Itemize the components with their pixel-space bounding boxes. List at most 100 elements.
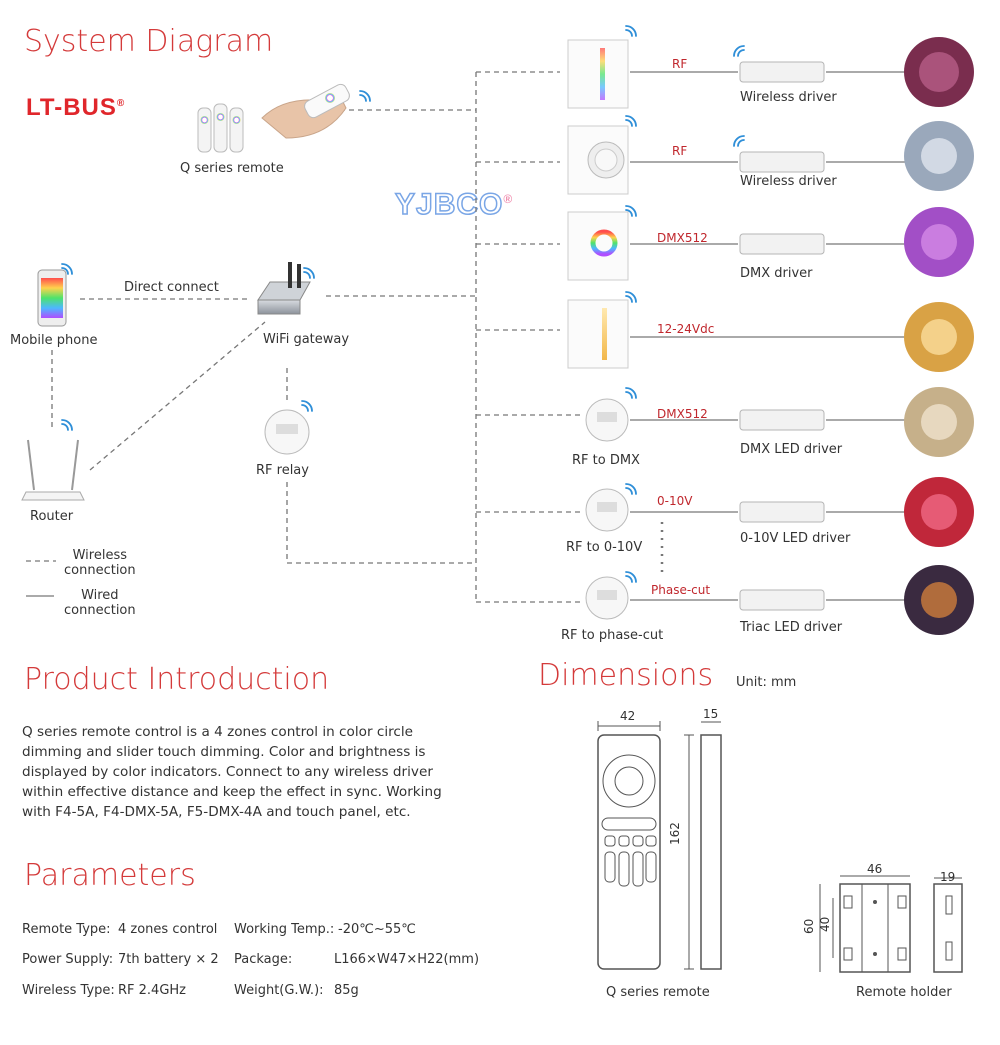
signal-label-3: DMX512: [657, 231, 708, 245]
unit-label: Unit: mm: [736, 675, 797, 690]
driver-label-3: DMX driver: [740, 266, 813, 281]
signal-label-1: RF: [672, 57, 688, 71]
wifi-gateway-icon: [257, 262, 311, 315]
converter-label-010v: RF to 0-10V: [566, 540, 643, 555]
param-package-value: L166×W47×H22(mm): [334, 952, 480, 967]
watermark-reg: ®: [503, 192, 514, 206]
remote-side-outline: [700, 734, 722, 970]
signal-label-6: 0-10V: [657, 494, 693, 508]
dim-height-label: 162: [668, 822, 682, 845]
remote-cluster-icon: [197, 83, 350, 153]
driver-label-6: 0-10V LED driver: [740, 531, 851, 546]
holder-dimension-drawing: [819, 875, 963, 973]
mobile-phone-label: Mobile phone: [10, 333, 98, 348]
driver-3-icon: [739, 233, 825, 255]
panel-1-icon: [567, 39, 629, 109]
dim-width-label: 42: [620, 709, 636, 723]
driver-7-icon: [739, 589, 825, 611]
param-remote-type-key: Remote Type:: [22, 922, 111, 937]
logo-reg: ®: [116, 98, 126, 109]
param-working-temp-value: -20℃~55℃: [338, 922, 416, 937]
parameters-title: Parameters: [24, 858, 196, 893]
wifi-icon: [733, 135, 745, 147]
panel-2-icon: [567, 125, 629, 195]
converter-label-phase: RF to phase-cut: [561, 628, 664, 643]
holder-height-label: 60: [802, 918, 816, 934]
wifi-icon: [301, 400, 313, 412]
legend-wireless: Wireless connection: [64, 548, 136, 578]
remote-outline: [597, 734, 661, 970]
driver-5-icon: [739, 409, 825, 431]
driver-label-1: Wireless driver: [740, 90, 837, 105]
signal-label-7: Phase-cut: [651, 583, 711, 597]
converter-label-dmx: RF to DMX: [572, 453, 640, 468]
wired-links: [26, 71, 905, 601]
wifi-icon: [625, 483, 637, 495]
logo-text: LT-BUS: [26, 94, 117, 121]
wifi-icon: [625, 115, 637, 127]
driver-6-icon: [739, 501, 825, 523]
panel-3-icon: [567, 211, 629, 281]
param-working-temp-key: Working Temp.:: [234, 922, 335, 937]
remote-dimension-drawing: [597, 721, 722, 970]
link-router-gateway: [89, 321, 266, 471]
param-power-supply-value: 7th battery × 2: [118, 952, 219, 967]
wifi-icon: [625, 387, 637, 399]
holder-width-label: 46: [867, 862, 883, 876]
driver-1-icon: [739, 61, 825, 83]
holder-thick-label: 19: [940, 870, 956, 884]
product-intro-title: Product Introduction: [24, 662, 330, 697]
param-power-supply-key: Power Supply:: [22, 952, 114, 967]
dim-thick-label: 15: [703, 707, 719, 721]
panel-4-icon: [567, 299, 629, 369]
param-wireless-type-key: Wireless Type:: [22, 983, 115, 998]
driver-icons: [739, 61, 825, 611]
wifi-signals: [61, 25, 745, 583]
link-relay-bus: [286, 482, 476, 564]
router-label: Router: [30, 509, 74, 524]
param-remote-type-value: 4 zones control: [118, 922, 218, 937]
wifi-gateway-label: WiFi gateway: [263, 332, 350, 347]
product-intro-text: Q series remote control is a 4 zones con…: [22, 724, 442, 820]
rf-to-010v-icon: [585, 488, 629, 532]
param-weight-value: 85g: [334, 983, 359, 998]
driver-label-5: DMX LED driver: [740, 442, 843, 457]
param-package-key: Package:: [234, 952, 293, 967]
watermark-text: YJBCO: [394, 187, 504, 222]
wifi-icon: [625, 571, 637, 583]
rf-to-phase-cut-icon: [585, 576, 629, 620]
rf-relay-icon: [264, 409, 310, 455]
remote-caption: Q series remote: [606, 985, 710, 1000]
holder-inner-height-label: 40: [818, 916, 832, 932]
holder-caption: Remote holder: [856, 985, 952, 1000]
wifi-icon: [359, 90, 371, 102]
wifi-icon: [303, 267, 315, 279]
system-diagram-title: System Diagram: [24, 24, 274, 59]
param-weight-key: Weight(G.W.):: [234, 983, 324, 998]
signal-label-5: DMX512: [657, 407, 708, 421]
router-icon: [21, 439, 85, 501]
signal-label-4: 12-24Vdc: [657, 322, 715, 336]
holder-side-outline: [933, 883, 963, 973]
wifi-icon: [61, 263, 73, 275]
holder-outline: [839, 883, 911, 973]
wifi-icon: [61, 419, 73, 431]
wifi-icon: [625, 291, 637, 303]
direct-connect-label: Direct connect: [124, 280, 219, 295]
wifi-icon: [625, 205, 637, 217]
remote-label: Q series remote: [180, 161, 284, 176]
wifi-icon: [625, 25, 637, 37]
driver-2-icon: [739, 151, 825, 173]
mobile-phone-icon: [37, 269, 67, 327]
lt-bus-logo: LT-BUS®: [26, 94, 125, 122]
scene-photos: [904, 37, 974, 635]
driver-label-2: Wireless driver: [740, 174, 837, 189]
wifi-icon: [733, 45, 745, 57]
wireless-links: [26, 71, 664, 603]
dimensions-title: Dimensions: [538, 658, 714, 693]
rf-relay-label: RF relay: [256, 463, 309, 478]
rf-to-dmx-icon: [585, 398, 629, 442]
yjbco-watermark: YJBCO®: [394, 187, 514, 222]
signal-label-2: RF: [672, 144, 688, 158]
